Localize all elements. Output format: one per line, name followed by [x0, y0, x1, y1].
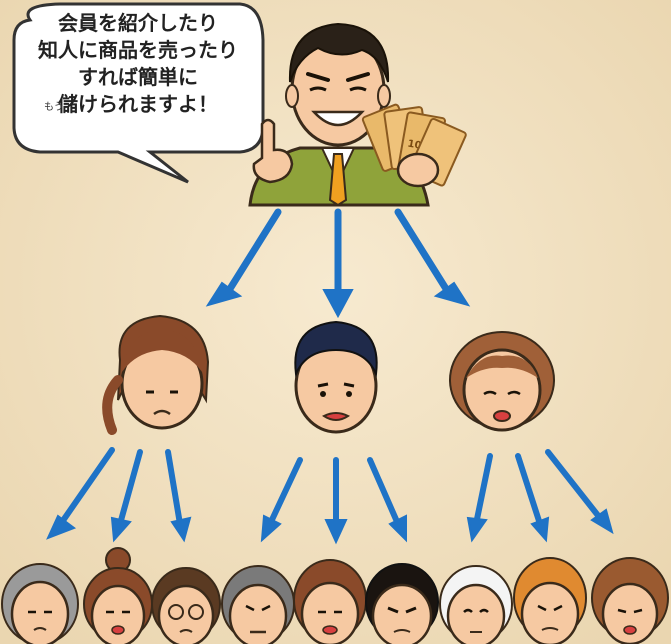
arrow: [473, 453, 493, 527]
arrow-head: [46, 514, 77, 540]
glasses-icon: [168, 604, 184, 620]
arrow-head: [170, 516, 192, 543]
speech-line-4: 儲けられますよ！: [58, 92, 218, 116]
arrow-head: [466, 516, 488, 543]
speech-bubble: [12, 2, 265, 184]
middle-person-older-woman: [449, 331, 555, 432]
bottom-person-2: [83, 547, 153, 644]
middle-person-man: [294, 320, 378, 434]
arrow-head: [590, 508, 614, 535]
bottom-person-6: [365, 563, 439, 644]
bottom-person-4: [221, 565, 295, 644]
arrow-head: [530, 516, 550, 543]
arrow-head: [324, 519, 348, 545]
speech-line-2: 知人に商品を売ったり: [38, 38, 238, 62]
furigana-mou: もう: [44, 102, 64, 113]
arrow: [224, 208, 282, 296]
arrow-head: [388, 514, 407, 543]
arrow: [59, 447, 115, 525]
speech-bubble-text: 会員を紹介したり 知人に商品を売ったり すれば簡単に 儲けられますよ！: [18, 10, 258, 118]
arrow-head: [205, 281, 243, 307]
arrow-head: [110, 516, 132, 543]
arrow: [515, 453, 543, 527]
speech-line-3: すれば簡単に: [78, 65, 198, 89]
bottom-person-7: [439, 565, 513, 644]
bottom-person-5: [293, 559, 367, 644]
arrow: [117, 449, 143, 527]
arrows-level-2: [46, 447, 614, 545]
bottom-row: [1, 547, 669, 644]
arrow: [267, 457, 303, 527]
money-notes-icon: 1000: [361, 103, 467, 188]
arrow-head: [260, 514, 282, 543]
middle-person-woman: [102, 314, 210, 435]
arrow: [165, 449, 183, 527]
bottom-person-9: [591, 557, 669, 644]
bottom-person-1: [1, 563, 79, 644]
arrow-head: [433, 281, 471, 307]
arrow-head: [322, 289, 354, 319]
arrows-level-1: [205, 208, 471, 319]
arrow: [394, 208, 452, 296]
speech-line-1: 会員を紹介したり: [58, 11, 218, 35]
arrow: [367, 457, 401, 527]
bottom-person-3: [151, 567, 221, 644]
bottom-person-8: [513, 557, 587, 644]
arrow: [545, 449, 603, 521]
